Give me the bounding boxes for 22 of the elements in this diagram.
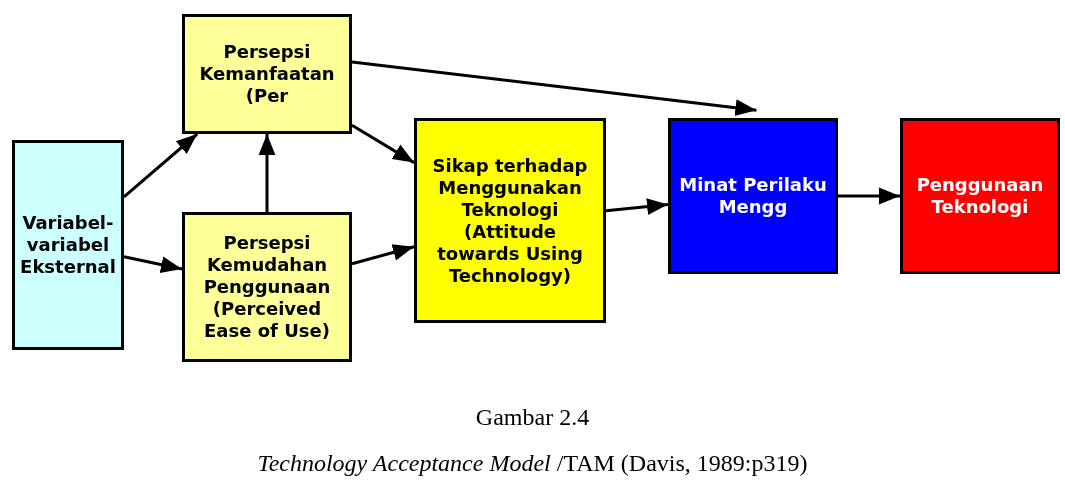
box-label: Persepsi Kemanfaatan (Per xyxy=(198,41,336,107)
box-label: Minat Perilaku Mengg xyxy=(678,174,828,218)
process-box xyxy=(182,212,352,362)
process-box xyxy=(668,118,838,274)
process-box xyxy=(900,118,1060,274)
figure-title: Gambar 2.4 xyxy=(474,404,591,431)
process-box xyxy=(12,140,124,350)
arrow xyxy=(351,244,415,266)
process-box xyxy=(182,14,352,134)
box-label: Penggunaan Teknologi xyxy=(915,174,1045,218)
box-label: Variabel-variabel Eksternal xyxy=(20,212,116,278)
box-label: Persepsi Kemudahan Penggunaan (Perceived Ease of Use) xyxy=(202,232,332,342)
arrow xyxy=(838,187,900,205)
arrow xyxy=(351,123,415,164)
arrow xyxy=(123,132,199,198)
arrow xyxy=(258,134,276,212)
box-label: Sikap terhadap Menggunakan Teknologi (Attitude towards Using Technology) xyxy=(431,154,589,287)
arrow xyxy=(351,60,757,117)
figure-caption: Technology Acceptance Model /TAM (Davis, 1989:p319) xyxy=(256,450,809,477)
arrow xyxy=(123,255,183,273)
process-box xyxy=(414,118,606,323)
arrow xyxy=(605,198,669,216)
